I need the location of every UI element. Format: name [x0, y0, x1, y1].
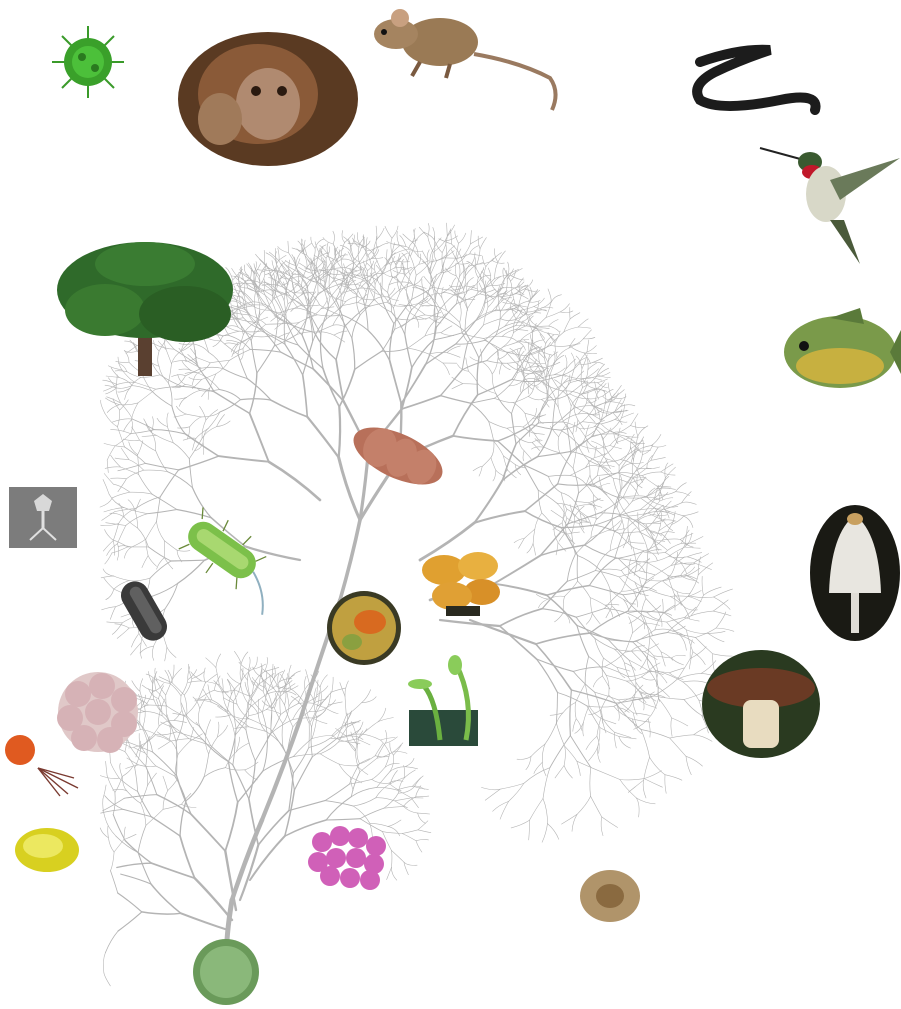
pink-archaea-icon — [308, 826, 386, 890]
protist-icon — [327, 591, 401, 665]
amoeba-icon — [580, 870, 640, 922]
bacteriophage-icon — [9, 487, 77, 548]
mouse-icon — [374, 9, 556, 110]
bolete-mushroom-icon — [702, 650, 820, 758]
virus-icon — [52, 26, 124, 98]
orangutan-icon — [178, 32, 358, 166]
sprout-icon — [408, 655, 478, 746]
snake-icon — [697, 50, 815, 110]
hummingbird-icon — [760, 148, 900, 264]
yellow-alga-icon — [15, 828, 79, 872]
bacterium-icon — [172, 504, 295, 615]
piranha-icon — [784, 308, 901, 388]
shaggy-mushroom-icon — [810, 505, 900, 641]
tardigrade-icon — [345, 416, 451, 496]
rod-bacterium-icon — [116, 576, 172, 645]
tree-icon — [57, 242, 233, 376]
yellow-fungus-icon — [422, 552, 500, 616]
root-icon — [193, 939, 259, 1005]
slime-mold-icon — [5, 735, 78, 796]
cell-cluster-icon — [57, 672, 138, 753]
